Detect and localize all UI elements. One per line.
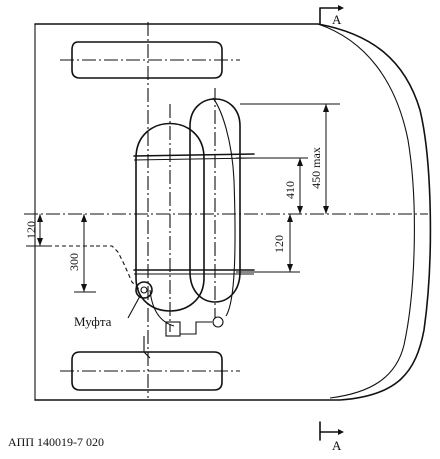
dimension-120-left-label: 120: [24, 221, 38, 239]
dimension-120-right-label: 120: [272, 235, 286, 253]
section-label-top: A: [332, 12, 342, 27]
gas-cylinder-rear: [189, 88, 241, 318]
dimension-120-right: 120: [236, 214, 300, 273]
coupling-label: Муфта: [74, 314, 112, 329]
dimension-450: 450 max: [240, 103, 340, 214]
section-label-bottom: A: [332, 438, 342, 453]
rear-wheel-top: [60, 41, 240, 79]
hidden-lines: [34, 245, 141, 291]
coupling: [127, 281, 153, 319]
gas-cylinder-front: [135, 104, 205, 332]
dimension-410: 410: [236, 157, 308, 214]
section-marker-top: A: [319, 5, 344, 27]
dimension-410-label: 410: [283, 181, 297, 199]
dimension-300-label: 300: [67, 253, 81, 271]
vehicle-body-outline: [34, 23, 432, 401]
dimension-120-left: 120: [24, 214, 48, 247]
dimension-450-label: 450 max: [309, 147, 323, 189]
section-marker-bottom: A: [319, 421, 344, 453]
rear-wheel-bottom: [60, 351, 240, 391]
drawing-code: АПП 140019-7 020: [8, 435, 104, 449]
dimension-300: 300: [67, 214, 96, 293]
